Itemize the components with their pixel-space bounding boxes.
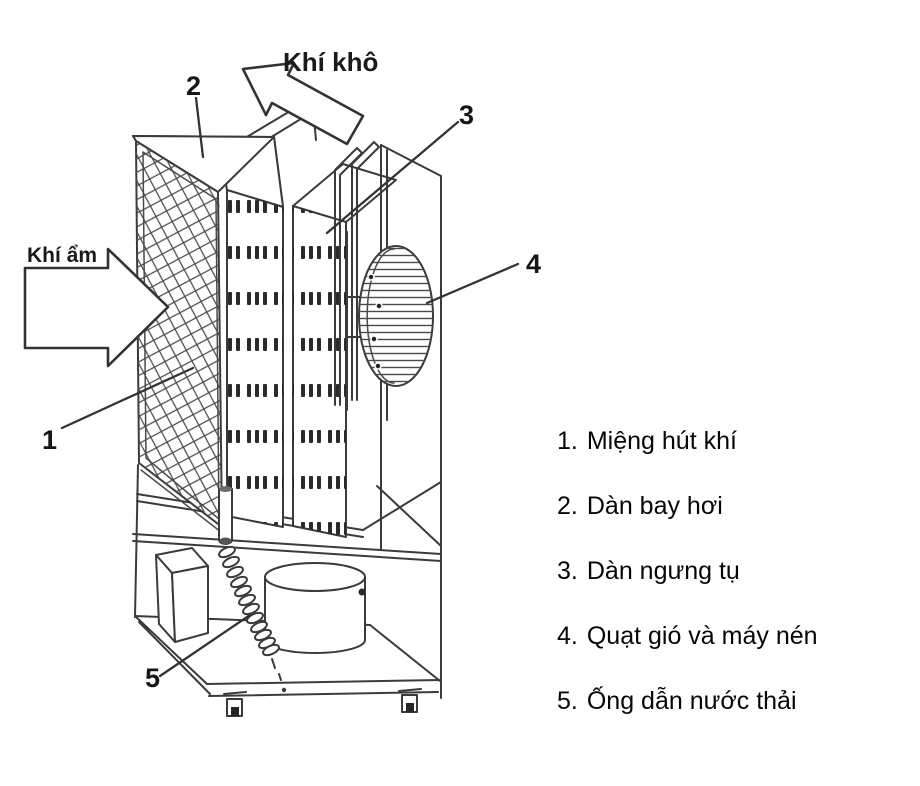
leader-line-2 (194, 96, 205, 159)
legend-item-5-number: 5. (557, 687, 578, 715)
legend-item-3-label: Dàn ngưng tụ (586, 557, 740, 585)
leader-lines (60, 96, 520, 678)
part-number-5: 5 (145, 663, 160, 693)
part-number-2: 2 (186, 71, 201, 101)
electrical-box (155, 547, 209, 643)
mesh-grid (136, 141, 222, 527)
leader-line-5 (158, 613, 252, 678)
caster-wheel-right (398, 688, 422, 713)
dry-air-label: Khí khô (283, 47, 378, 77)
legend-item-4-number: 4. (557, 622, 578, 650)
part-number-4: 4 (526, 249, 541, 279)
humid-air-arrow-icon (23, 247, 170, 368)
compressor-terminal (358, 588, 366, 596)
drain-hose (218, 486, 287, 693)
humid-air-label: Khí ẩm (27, 244, 97, 267)
caster-wheel-left (223, 691, 247, 717)
legend-item-1-number: 1. (557, 427, 578, 455)
condenser-slats (293, 206, 346, 537)
fan-mount-plate (346, 231, 361, 411)
dry-air-arrow-icon (241, 61, 365, 146)
legend-item-4: 4. Quạt gió và máy nén (557, 624, 897, 649)
legend-item-5-label: Ống dẫn nước thải (586, 687, 797, 715)
part-number-callouts: 1 2 3 4 5 (42, 71, 541, 693)
humid-air-flow: Khí ẩm (23, 244, 170, 368)
evaporator-slats (227, 190, 283, 527)
part-number-3: 3 (459, 100, 474, 130)
fan-bolt-dots (367, 273, 383, 370)
fan-blower-drum (358, 245, 434, 387)
water-drip-dot (281, 687, 287, 693)
legend-item-3-number: 3. (557, 557, 578, 585)
leader-line-3 (325, 120, 460, 235)
legend-item-4-label: Quạt gió và máy nén (586, 622, 818, 650)
legend-item-2-label: Dàn bay hơi (586, 492, 723, 520)
leader-line-1 (60, 366, 195, 430)
legend-item-1: 1. Miệng hút khí (557, 429, 897, 454)
evaporator-panel (217, 136, 284, 528)
legend-item-5: 5. Ống dẫn nước thải (557, 689, 897, 714)
condenser-panel (292, 163, 397, 538)
legend-item-3: 3. Dàn ngưng tụ (557, 559, 897, 584)
legend-item-2-number: 2. (557, 492, 578, 520)
legend-item-1-label: Miệng hút khí (586, 427, 737, 455)
part-number-1: 1 (42, 425, 57, 455)
compressor (264, 562, 366, 654)
leader-line-4 (425, 262, 520, 305)
fan-ribs (359, 246, 433, 386)
parts-legend: 1. Miệng hút khí 2. Dàn bay hơi 3. Dàn n… (557, 429, 897, 754)
intake-mesh-filter (132, 135, 275, 533)
dry-air-flow: Khí khô (241, 47, 378, 146)
legend-item-2: 2. Dàn bay hơi (557, 494, 897, 519)
